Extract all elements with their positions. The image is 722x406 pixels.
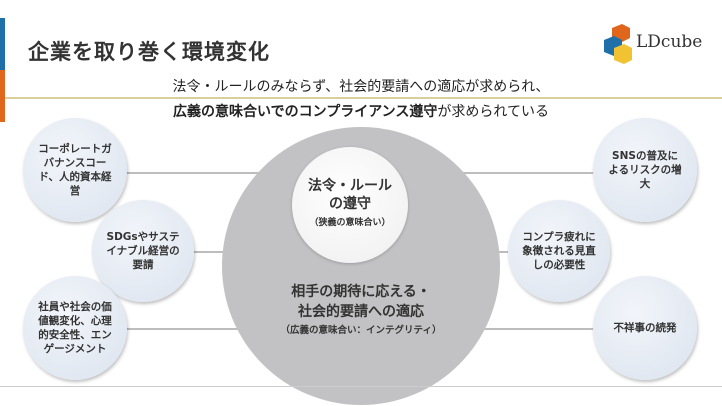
logo-text: LDcube (636, 32, 703, 52)
title-divider (5, 97, 722, 99)
outer-title-2: 社会的要請への適応 (298, 303, 424, 320)
arrow-right-icon (192, 251, 232, 253)
factor-circle-left-2: SDGsやサステイナブル経営の要請 (92, 200, 194, 302)
connector-line (125, 172, 260, 174)
connector-line (462, 328, 597, 330)
footer-divider (0, 386, 722, 387)
factor-circle-right-2: コンプラ疲れに象徴される見直しの必要性 (508, 200, 610, 302)
page-title: 企業を取り巻く環境変化 (28, 40, 270, 64)
connector-line (462, 172, 597, 174)
subtitle-line-2: 広義の意味合いでのコンプライアンス遵守が求められている (0, 101, 722, 121)
subtitle-emphasis: 広義の意味合いでのコンプライアンス遵守 (173, 104, 438, 120)
factor-circle-left-3: 社員や社会の価値観変化、心理的安全性、エンゲージメント (23, 276, 127, 380)
ldcube-logo-icon (604, 24, 632, 64)
factor-circle-right-1: SNSの普及によるリスクの増大 (593, 118, 697, 222)
outer-title-1: 相手の期待に応える・ (291, 284, 431, 300)
outer-note: （広義の意味合い：インテグリティ） (280, 325, 442, 337)
inner-title-1: 法令・ルール (308, 178, 392, 194)
outer-label: 相手の期待に応える・ 社会的要請への適応 （広義の意味合い：インテグリティ） (222, 283, 500, 336)
accent-stripe-blue (0, 18, 5, 70)
subtitle-line-1: 法令・ルールのみならず、社会的要請への適応が求められ、 (172, 79, 550, 95)
subtitle-rest: が求められている (437, 104, 549, 120)
connector-line (125, 328, 260, 330)
inner-title-2: の遵守 (329, 196, 371, 213)
inner-note: （狭義の意味合い） (309, 218, 391, 229)
factor-circle-right-3: 不祥事の続発 (593, 276, 697, 380)
accent-stripe-orange (0, 70, 5, 122)
factor-circle-left-1: コーポレートガバナンスコード、人的資本経営 (23, 118, 127, 222)
inner-circle-narrow-compliance: 法令・ルール の遵守 （狭義の意味合い） (292, 147, 408, 263)
